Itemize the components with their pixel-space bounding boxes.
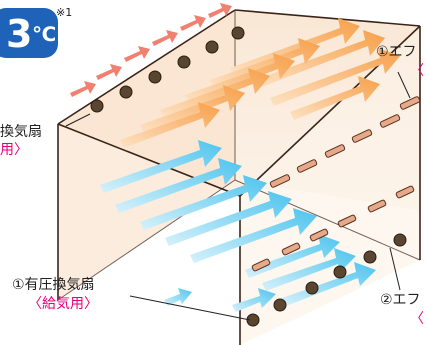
label-top-right-title: ①エフ [376, 44, 417, 60]
label-right-bottom-title: ②エフ [380, 292, 421, 308]
label-left-fan: 換気扇 [0, 124, 42, 140]
vent-units [251, 96, 421, 272]
fan-icons-top [90, 26, 245, 113]
label-right-bottom-paren: 〈 [410, 311, 424, 327]
badge-number: 3 [6, 12, 33, 56]
temperature-badge: 3 ℃ [0, 8, 58, 58]
label-top-right-paren: 〈 [410, 63, 424, 79]
label-left-fan-paren: 用〉 [0, 142, 28, 158]
warm-arrows [120, 18, 400, 148]
leader-lines [65, 71, 411, 321]
exhaust-arrows [70, 3, 232, 97]
footnote-mark: ※1 [56, 6, 73, 19]
fan-icons-bottom [246, 233, 407, 327]
label-bottom-left-sub: 〈給気用〉 [28, 296, 98, 312]
badge-unit: ℃ [32, 22, 57, 46]
front-wall [240, 26, 420, 345]
left-wall [58, 10, 235, 300]
label-bottom-left-title: ①有圧換気扇 [12, 277, 95, 293]
cool-arrows [100, 140, 376, 312]
